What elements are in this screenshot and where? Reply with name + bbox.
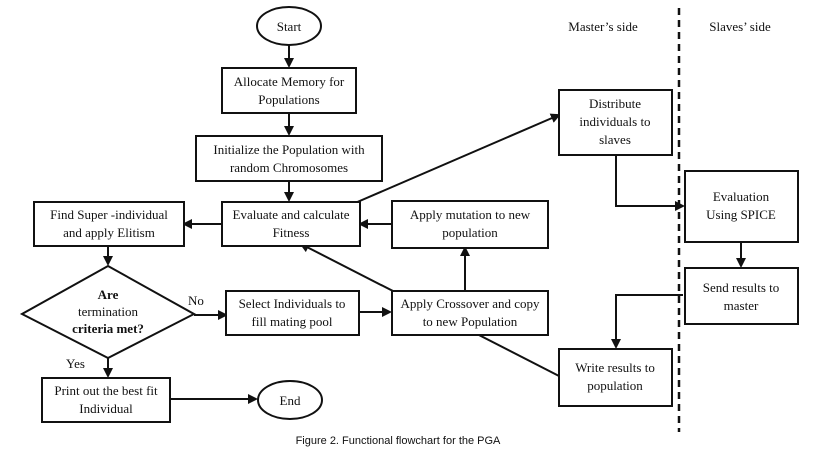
send-results-box: Send results to master — [684, 267, 799, 325]
svg-text:fill mating pool: fill mating pool — [252, 314, 333, 329]
figure-caption: Figure 2. Functional flowchart for the P… — [296, 435, 501, 447]
svg-text:Apply mutation to new: Apply mutation to new — [410, 207, 531, 222]
svg-text:Select Individuals to: Select Individuals to — [239, 296, 346, 311]
svg-text:Apply Crossover and copy: Apply Crossover and copy — [400, 296, 540, 311]
slaves-side-label: Slaves’ side — [709, 19, 771, 34]
end-terminal: End — [257, 380, 323, 420]
edge-evaluate-to-distribute — [354, 113, 561, 204]
initialize-population-box: Initialize the Population with random Ch… — [195, 135, 383, 182]
svg-text:Find Super -individual: Find Super -individual — [50, 207, 168, 222]
svg-text:termination: termination — [78, 304, 138, 319]
svg-text:Allocate Memory for: Allocate Memory for — [234, 74, 345, 89]
svg-text:Fitness: Fitness — [273, 225, 310, 240]
svg-text:Initialize the Population with: Initialize the Population with — [213, 142, 365, 157]
svg-text:individuals to: individuals to — [579, 114, 650, 129]
print-best-box: Print out the best fit Individual — [41, 377, 171, 423]
svg-text:random Chromosomes: random Chromosomes — [230, 160, 348, 175]
svg-text:master: master — [724, 298, 759, 313]
write-results-box: Write results to population — [558, 348, 673, 407]
svg-text:Populations: Populations — [258, 92, 319, 107]
super-individual-box: Find Super -individual and apply Elitism — [33, 201, 185, 247]
svg-text:criteria met?: criteria met? — [72, 321, 144, 336]
allocate-memory-box: Allocate Memory for Populations — [221, 67, 357, 114]
select-individuals-box: Select Individuals to fill mating pool — [225, 290, 360, 336]
apply-crossover-box: Apply Crossover and copy to new Populati… — [391, 290, 549, 336]
svg-text:Distribute: Distribute — [589, 96, 641, 111]
svg-text:Send results to: Send results to — [703, 280, 780, 295]
svg-text:slaves: slaves — [599, 132, 631, 147]
svg-text:Evaluation: Evaluation — [713, 189, 770, 204]
svg-text:Evaluate and calculate: Evaluate and calculate — [233, 207, 350, 222]
edge-distribute-to-spice — [615, 155, 685, 211]
svg-text:population: population — [587, 378, 643, 393]
master-side-label: Master’s side — [568, 19, 638, 34]
evaluation-spice-box: Evaluation Using SPICE — [684, 170, 799, 243]
start-terminal: Start — [256, 6, 322, 46]
yes-edge-label: Yes — [66, 356, 85, 371]
distribute-individuals-box: Distribute individuals to slaves — [558, 89, 673, 156]
svg-text:Start: Start — [277, 19, 302, 34]
no-edge-label: No — [188, 293, 204, 308]
svg-text:Print out the best fit: Print out the best fit — [54, 383, 158, 398]
svg-text:population: population — [442, 225, 498, 240]
evaluate-fitness-box: Evaluate and calculate Fitness — [221, 201, 361, 247]
svg-text:Individual: Individual — [79, 401, 133, 416]
svg-text:Write results to: Write results to — [575, 360, 655, 375]
svg-text:Using SPICE: Using SPICE — [706, 207, 776, 222]
connectors — [103, 45, 746, 404]
termination-decision: Are termination criteria met? — [19, 264, 197, 360]
svg-text:End: End — [280, 393, 301, 408]
svg-text:Are: Are — [98, 287, 119, 302]
svg-text:to new Population: to new Population — [423, 314, 518, 329]
edge-send-to-write — [611, 294, 683, 349]
svg-text:and apply Elitism: and apply Elitism — [63, 225, 155, 240]
apply-mutation-box: Apply mutation to new population — [391, 200, 549, 249]
